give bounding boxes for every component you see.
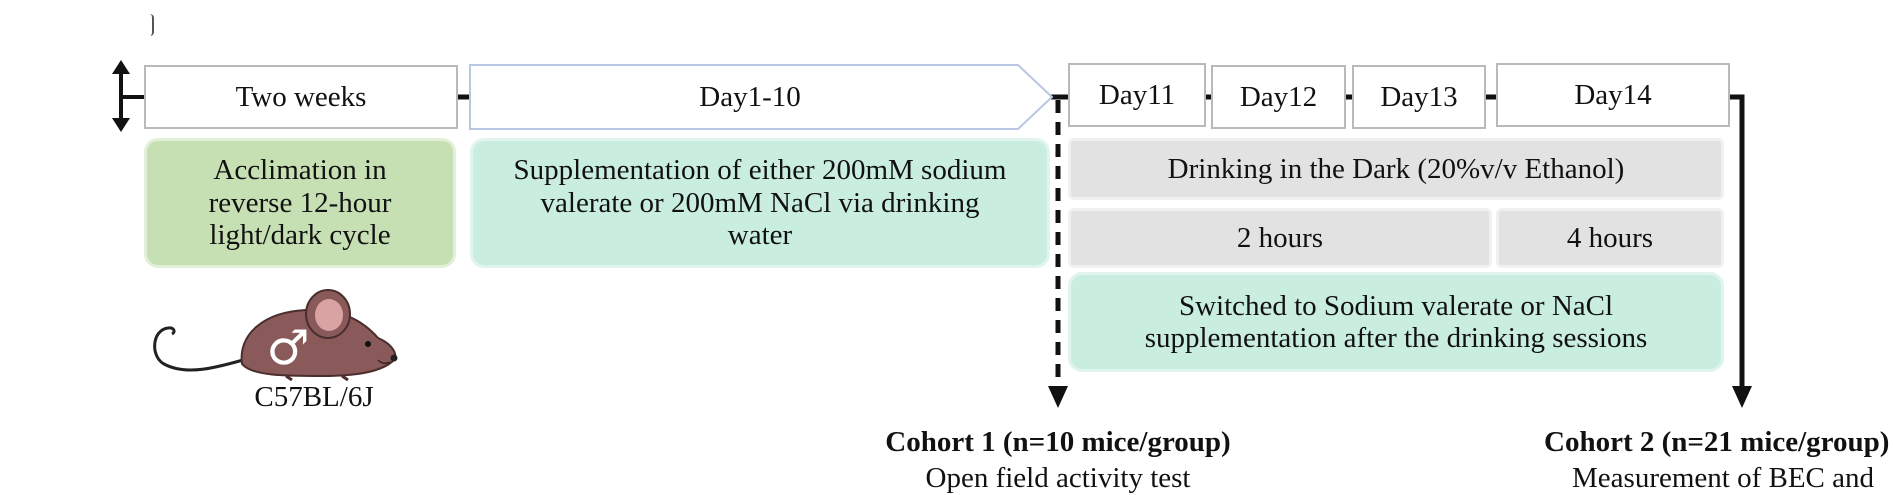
corner-mark (150, 14, 154, 36)
day1-10-label: Day1-10 (699, 80, 801, 113)
mouse-strain-label: C57BL/6J (254, 381, 374, 413)
start-arrow-icon (112, 60, 146, 132)
day11-box: Day11 (1068, 63, 1206, 127)
supplementation-box: Supplementation of either 200mM sodium v… (470, 138, 1050, 268)
cohort2-arrow-icon (1730, 94, 1752, 408)
drinking-in-dark-box: Drinking in the Dark (20%v/v Ethanol) (1068, 138, 1724, 200)
two-weeks-box: Two weeks (144, 65, 458, 129)
male-symbol-icon: ♂ (266, 320, 310, 376)
day14-box: Day14 (1496, 63, 1730, 127)
day13-box: Day13 (1352, 65, 1486, 129)
four-hours-box: 4 hours (1496, 208, 1724, 268)
cohort2-text-clip: Cohort 2 (n=21 mice/group) Measurement o… (1500, 420, 1893, 491)
day12-box: Day12 (1211, 65, 1346, 129)
cohort2-title: Cohort 2 (n=21 mice/group) (1544, 426, 1890, 458)
day1-10-box (469, 64, 1054, 130)
cohort1-test: Open field activity test (925, 462, 1191, 494)
acclimation-box: Acclimation in reverse 12-hour light/dar… (144, 138, 456, 268)
mouse-icon (153, 289, 398, 382)
cohort1-dashed-arrow-icon (1048, 100, 1068, 408)
switched-supplementation-box: Switched to Sodium valerate or NaCl supp… (1068, 272, 1724, 372)
cohort1-title: Cohort 1 (n=10 mice/group) (885, 426, 1231, 458)
cohort2-test: Measurement of BEC and (1572, 462, 1875, 491)
two-hours-box: 2 hours (1068, 208, 1492, 268)
